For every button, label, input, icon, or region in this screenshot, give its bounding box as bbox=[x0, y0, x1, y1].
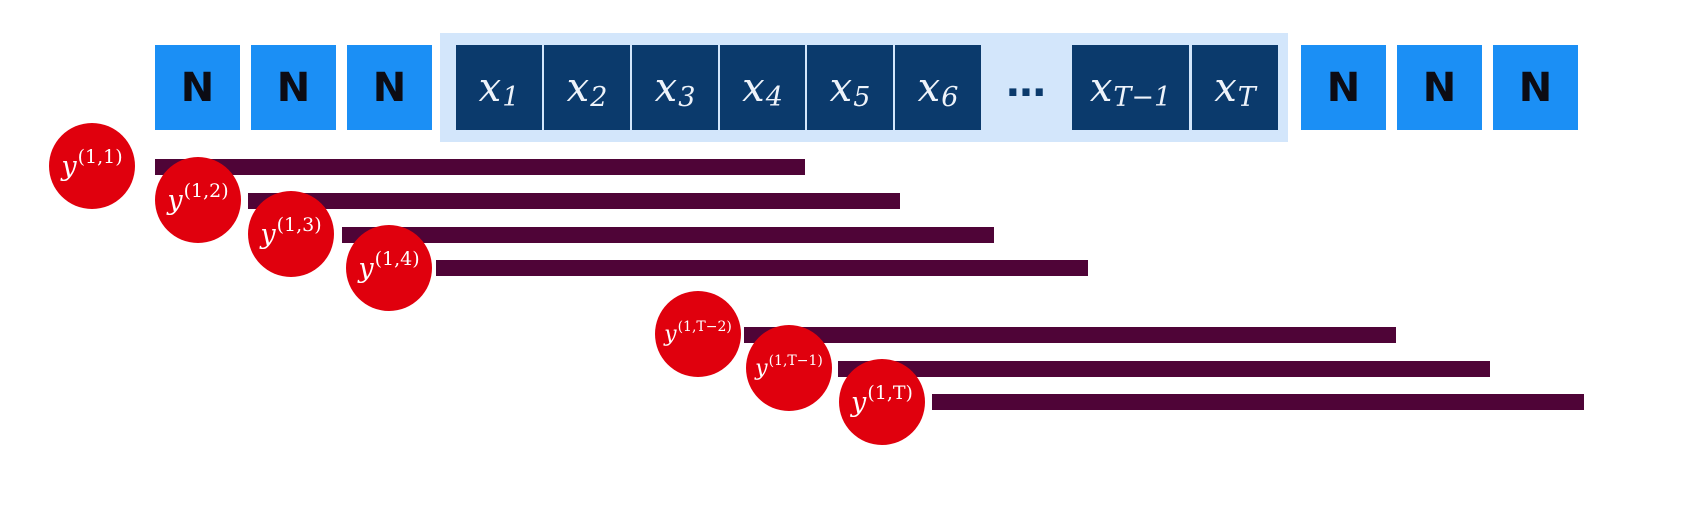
window-bar-T-minus-2 bbox=[744, 327, 1396, 343]
window-bar-4 bbox=[436, 260, 1088, 276]
output-node-T-minus-1: y(1,T−1) bbox=[746, 325, 832, 411]
token-subscript: 2 bbox=[590, 82, 608, 113]
output-node-3: y(1,3) bbox=[248, 191, 334, 277]
right-pad-cell-2: N bbox=[1397, 45, 1482, 130]
output-superscript: (1,T−1) bbox=[768, 353, 823, 369]
token-base: x bbox=[829, 64, 853, 111]
token-subscript: 6 bbox=[941, 82, 959, 113]
output-base: y bbox=[167, 184, 183, 216]
output-superscript: (1,T) bbox=[867, 382, 913, 404]
right-pad-cell-3: N bbox=[1493, 45, 1578, 130]
window-bar-T bbox=[932, 394, 1584, 410]
window-bar-2 bbox=[248, 193, 900, 209]
token-base: x bbox=[566, 64, 590, 111]
output-node-4: y(1,4) bbox=[346, 225, 432, 311]
token-subscript: 5 bbox=[853, 82, 871, 113]
left-pad-cell-1: N bbox=[155, 45, 240, 130]
token-base: x bbox=[1214, 64, 1237, 111]
left-pad-cell-2: N bbox=[251, 45, 336, 130]
token-subscript: 3 bbox=[678, 82, 696, 113]
output-node-1: y(1,1) bbox=[49, 123, 135, 209]
token-base: x bbox=[654, 64, 678, 111]
output-node-2: y(1,2) bbox=[155, 157, 241, 243]
window-bar-T-minus-1 bbox=[838, 361, 1490, 377]
sequence-ellipsis: ... bbox=[1005, 60, 1047, 106]
output-base: y bbox=[358, 252, 374, 284]
output-base: y bbox=[664, 321, 677, 347]
output-superscript: (1,T−2) bbox=[677, 319, 732, 335]
output-base: y bbox=[260, 218, 276, 250]
output-superscript: (1,2) bbox=[183, 180, 229, 202]
window-bar-1 bbox=[155, 159, 805, 175]
token-subscript: T−1 bbox=[1113, 82, 1172, 113]
output-base: y bbox=[61, 150, 77, 182]
output-node-T-minus-2: y(1,T−2) bbox=[655, 291, 741, 377]
window-bar-3 bbox=[342, 227, 994, 243]
token-base: x bbox=[478, 64, 502, 111]
left-pad-cell-3: N bbox=[347, 45, 432, 130]
output-superscript: (1,1) bbox=[77, 146, 123, 168]
token-subscript: 1 bbox=[502, 82, 520, 113]
output-base: y bbox=[755, 355, 768, 381]
token-base: x bbox=[1089, 64, 1113, 111]
token-base: x bbox=[742, 64, 765, 111]
token-base: x bbox=[917, 64, 941, 111]
token-subscript: 4 bbox=[765, 82, 783, 113]
output-superscript: (1,3) bbox=[276, 214, 322, 236]
output-superscript: (1,4) bbox=[374, 248, 420, 270]
output-node-T: y(1,T) bbox=[839, 359, 925, 445]
right-pad-cell-1: N bbox=[1301, 45, 1386, 130]
token-subscript: T bbox=[1237, 82, 1256, 113]
output-base: y bbox=[851, 386, 867, 418]
